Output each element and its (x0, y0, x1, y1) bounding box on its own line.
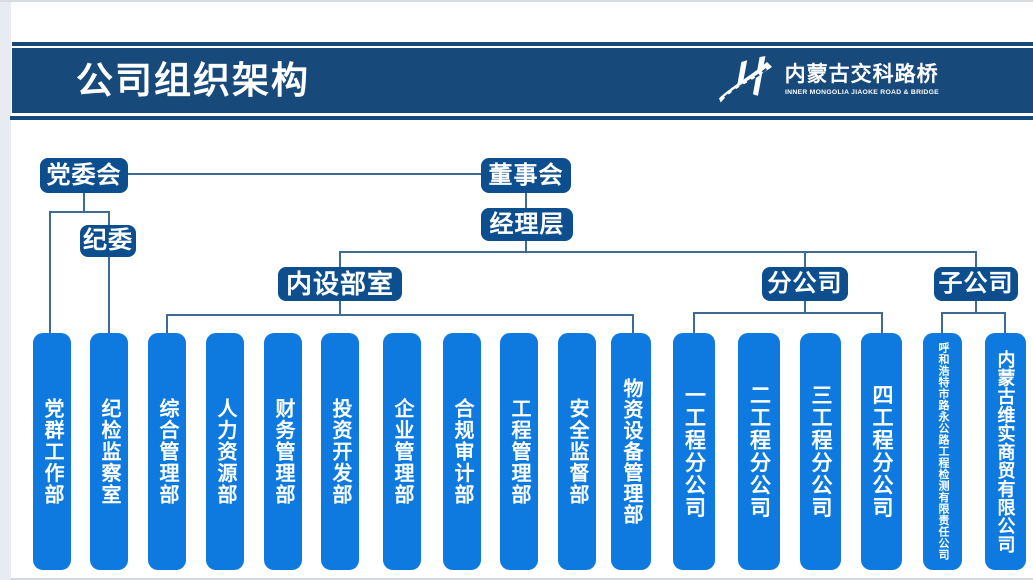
connector-line (693, 312, 695, 333)
connector-line (525, 193, 527, 208)
connector-line (525, 241, 527, 252)
node-subsidiaries[interactable]: 子公司 (934, 267, 1018, 301)
connector-line (804, 301, 806, 314)
connector-line (108, 211, 110, 333)
node-discipline-committee[interactable]: 纪委 (80, 225, 136, 257)
branch-no4-engineering[interactable]: 四工程分公司 (861, 333, 902, 570)
connector-line (975, 251, 977, 267)
company-logo: 内蒙古交科路桥 INNER MONGOLIA JIAOKE ROAD & BRI… (718, 55, 1033, 107)
node-management-layer[interactable]: 经理层 (481, 208, 573, 241)
dept-materials-equipment[interactable]: 物资设备管理部 (611, 333, 651, 570)
connector-line (339, 251, 977, 253)
dept-finance-management[interactable]: 财务管理部 (264, 333, 302, 570)
dept-investment-development[interactable]: 投资开发部 (321, 333, 359, 570)
connector-line (881, 312, 883, 333)
dept-general-management[interactable]: 综合管理部 (148, 333, 186, 570)
connector-line (941, 312, 1006, 314)
node-internal-departments[interactable]: 内设部室 (278, 267, 402, 301)
canvas-top-border (0, 0, 1033, 2)
logo-name-en: INNER MONGOLIA JIAOKE ROAD & BRIDGE (784, 88, 939, 97)
canvas-left-margin (0, 0, 11, 580)
connector-line (83, 193, 85, 212)
canvas-bottom-border (11, 578, 1033, 580)
branch-no3-engineering[interactable]: 三工程分公司 (800, 333, 841, 570)
connector-line (693, 312, 883, 314)
node-board[interactable]: 董事会 (481, 158, 571, 193)
dept-enterprise-management[interactable]: 企业管理部 (383, 333, 421, 570)
dept-engineering-management[interactable]: 工程管理部 (500, 333, 538, 570)
node-branch-companies[interactable]: 分公司 (762, 267, 848, 301)
connector-line (1004, 312, 1006, 333)
connector-line (49, 211, 51, 333)
connector-line (339, 251, 341, 267)
header-bottom-rule (10, 116, 1033, 120)
connector-line (128, 173, 481, 175)
dept-safety-supervision[interactable]: 安全监督部 (558, 333, 596, 570)
branch-no2-engineering[interactable]: 二工程分公司 (738, 333, 780, 570)
branch-no1-engineering[interactable]: 一工程分公司 (673, 333, 715, 570)
connector-line (339, 301, 341, 316)
logo-name-cn: 内蒙古交科路桥 (784, 62, 939, 86)
dept-discipline-inspection[interactable]: 纪检监察室 (90, 333, 128, 570)
subsidiary-luyong-testing[interactable]: 呼和浩特市路永公路工程检测有限责任公司 (923, 333, 962, 570)
node-party-committee[interactable]: 党委会 (40, 158, 128, 193)
dept-compliance-audit[interactable]: 合规审计部 (443, 333, 481, 570)
logo-text: 内蒙古交科路桥 INNER MONGOLIA JIAOKE ROAD & BRI… (785, 63, 1011, 98)
connector-line (166, 314, 634, 316)
bridge-monogram-icon (718, 55, 772, 103)
page-title: 公司组织架构 (76, 60, 310, 101)
header-band: 公司组织架构 内蒙古交科路桥 INNER MONGOLIA JIAOKE ROA… (12, 48, 1033, 113)
dept-party-mass-work[interactable]: 党群工作部 (33, 333, 71, 570)
connector-line (804, 251, 806, 267)
dept-human-resources[interactable]: 人力资源部 (206, 333, 244, 570)
connector-line (941, 312, 943, 333)
subsidiary-weishi-trading[interactable]: 内蒙古维实商贸有限公司 (985, 333, 1026, 570)
header-top-rule (12, 42, 1033, 46)
connector-line (632, 314, 634, 333)
connector-line (166, 314, 168, 333)
connector-line (975, 301, 977, 314)
connector-line (49, 211, 110, 213)
